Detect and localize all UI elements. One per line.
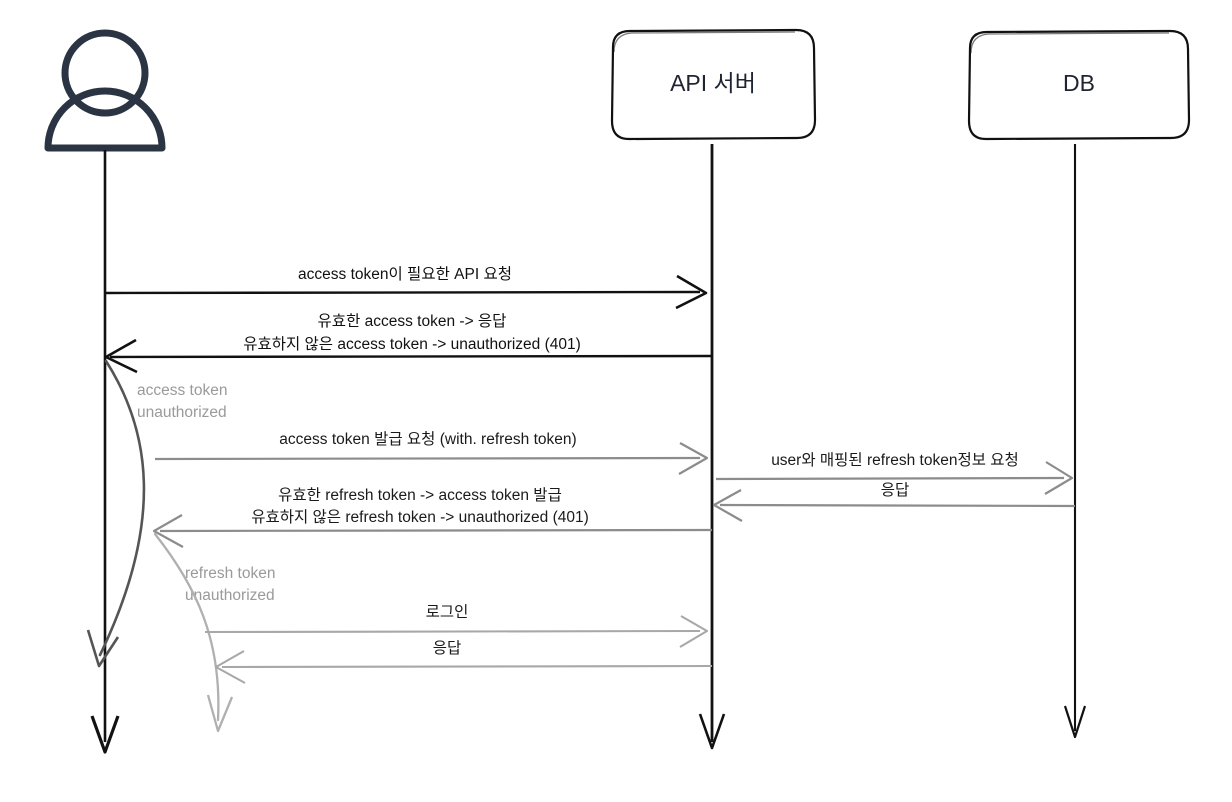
message-1-label-line-1: access token이 필요한 API 요청: [298, 265, 512, 283]
participant-api-label: API 서버: [670, 70, 756, 96]
message-4-line: [715, 476, 1065, 481]
message-6-label-line-1: 유효한 refresh token -> access token 발급: [278, 486, 562, 504]
arc-refresh-token-path: [153, 532, 220, 722]
note-access-token: access token unauthorized: [137, 382, 227, 421]
message-5-arrowhead: [712, 489, 743, 522]
message-8-line: [221, 664, 713, 669]
lifeline-db: [1063, 144, 1087, 739]
arc-refresh-token: [153, 532, 234, 733]
participant-db-label: DB: [1063, 70, 1095, 96]
lifeline-db-arrowhead: [1063, 705, 1087, 739]
message-6-line: [159, 528, 713, 533]
message-1-line: [105, 290, 701, 295]
message-8-arrowhead: [214, 650, 246, 684]
arc-access-token-path: [98, 359, 146, 657]
message-3-label-line-1: access token 발급 요청 (with. refresh token): [279, 430, 576, 448]
lifeline-api-arrowhead: [698, 713, 726, 750]
message-4-label-line-1: user와 매핑된 refresh token정보 요청: [771, 451, 1019, 469]
message-8[interactable]: 응답: [214, 639, 713, 684]
message-3-arrowhead: [678, 442, 709, 475]
message-5[interactable]: 응답: [712, 481, 1076, 522]
person-icon-head: [61, 29, 149, 117]
message-5-label-line-1: 응답: [881, 481, 910, 499]
note-access-token-line-2: unauthorized: [137, 404, 227, 421]
arc-refresh-token-arrowhead: [206, 694, 234, 733]
note-refresh-token: refresh token unauthorized: [185, 565, 275, 604]
note-access-token-line-1: access token: [137, 382, 227, 399]
participant-db-box-sketch: [970, 32, 1170, 54]
message-1[interactable]: access token이 필요한 API 요청: [105, 265, 708, 310]
message-7[interactable]: 로그인: [204, 603, 709, 648]
note-refresh-token-line-1: refresh token: [185, 565, 275, 582]
message-7-arrowhead: [679, 615, 709, 648]
message-2[interactable]: 유효한 access token -> 응답 유효하지 않은 access to…: [104, 312, 713, 374]
message-5-line: [719, 503, 1076, 508]
participant-api-box-sketch: [613, 31, 796, 53]
message-3[interactable]: access token 발급 요청 (with. refresh token): [154, 430, 709, 475]
message-4[interactable]: user와 매핑된 refresh token정보 요청: [715, 451, 1074, 495]
message-6-label-line-2: 유효하지 않은 refresh token -> unauthorized (4…: [251, 508, 589, 526]
message-6[interactable]: 유효한 refresh token -> access token 발급 유효하…: [152, 486, 713, 548]
message-7-label-line-1: 로그인: [426, 603, 469, 621]
participant-api-box: [610, 28, 817, 141]
message-2-arrowhead: [104, 338, 138, 374]
message-3-line: [154, 456, 701, 461]
message-8-label-line-1: 응답: [433, 639, 462, 657]
message-6-arrowhead: [152, 514, 184, 548]
message-2-line: [109, 354, 713, 359]
arc-access-token-arrowhead: [86, 629, 120, 668]
message-4-arrowhead: [1044, 461, 1074, 495]
note-refresh-token-line-2: unauthorized: [185, 587, 275, 604]
participant-db-box: [967, 29, 1191, 141]
lifeline-user: [90, 150, 120, 754]
lifeline-user-arrowhead: [90, 715, 120, 754]
arc-access-token: [86, 359, 146, 668]
participant-user[interactable]: [44, 29, 166, 152]
person-icon-body: [44, 87, 166, 152]
message-7-line: [204, 629, 701, 634]
participant-db[interactable]: DB: [967, 29, 1191, 141]
participant-api[interactable]: API 서버: [610, 28, 817, 141]
message-2-label-line-1: 유효한 access token -> 응답: [318, 312, 507, 330]
message-1-arrowhead: [675, 274, 708, 310]
message-2-label-line-2: 유효하지 않은 access token -> unauthorized (40…: [243, 335, 581, 353]
lifeline-api: [698, 144, 726, 750]
